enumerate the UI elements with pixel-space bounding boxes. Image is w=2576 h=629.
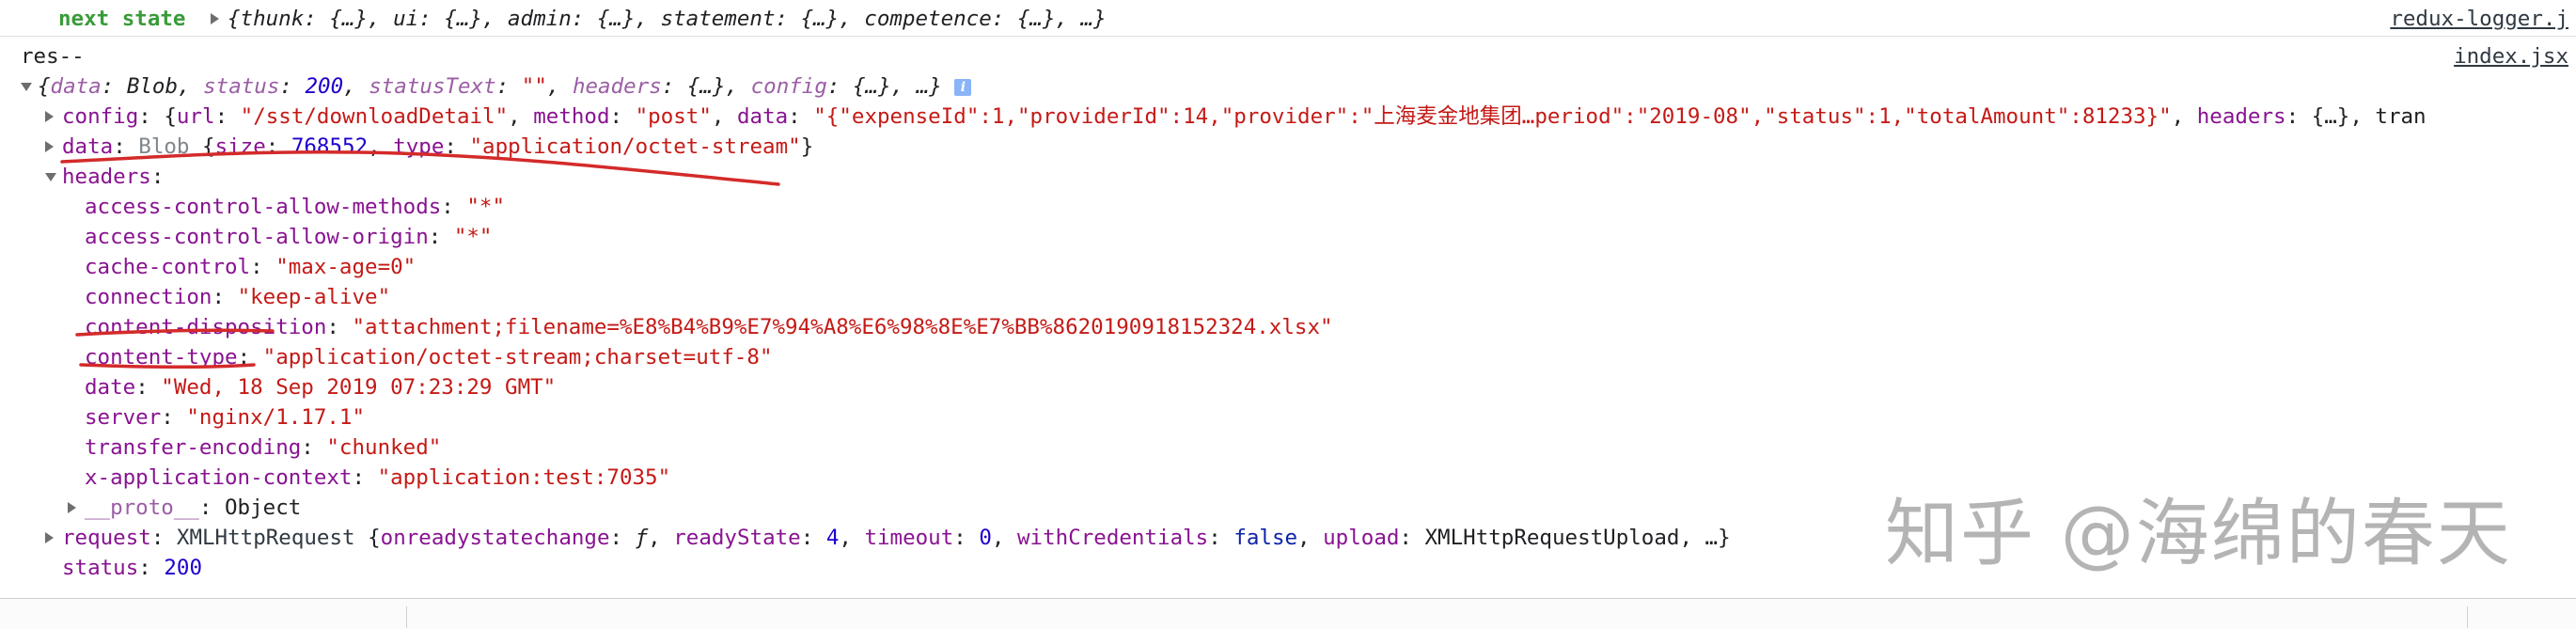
res-label: res-- <box>21 44 85 69</box>
bottom-bar-divider <box>2467 606 2468 628</box>
logger-state-summary: {thunk: {…}, ui: {…}, admin: {…}, statem… <box>228 7 1107 31</box>
console-separator <box>0 36 2576 37</box>
collapse-triangle-icon[interactable] <box>21 83 32 91</box>
collapse-triangle-icon[interactable] <box>45 173 56 181</box>
res-object-summary: {data: Blob, status: 200, statusText: ""… <box>38 71 972 102</box>
config-value: config: {url: "/sst/downloadDetail", met… <box>62 104 2427 129</box>
expand-triangle-icon[interactable] <box>45 111 54 122</box>
proto-value: __proto__: Object <box>85 495 302 520</box>
info-icon[interactable]: i <box>954 78 972 96</box>
bottom-bar-divider <box>406 606 407 628</box>
expand-triangle-icon[interactable] <box>211 13 219 24</box>
data-value: data: Blob {size: 768552, type: "applica… <box>62 134 814 159</box>
request-value: request: XMLHttpRequest {onreadystatecha… <box>62 526 1731 550</box>
expand-triangle-icon[interactable] <box>45 141 54 152</box>
expand-triangle-icon[interactable] <box>45 532 54 543</box>
console-bottom-bar <box>0 598 2576 629</box>
watermark: 知乎 @海绵的春天 <box>1885 492 2512 576</box>
logger-label: next state <box>58 7 186 31</box>
logger-source-link[interactable]: redux-logger.j <box>2390 7 2568 31</box>
res-source-link[interactable]: index.jsx <box>2454 44 2568 69</box>
expand-triangle-icon[interactable] <box>68 502 76 513</box>
headers-label: headers: <box>62 165 165 189</box>
